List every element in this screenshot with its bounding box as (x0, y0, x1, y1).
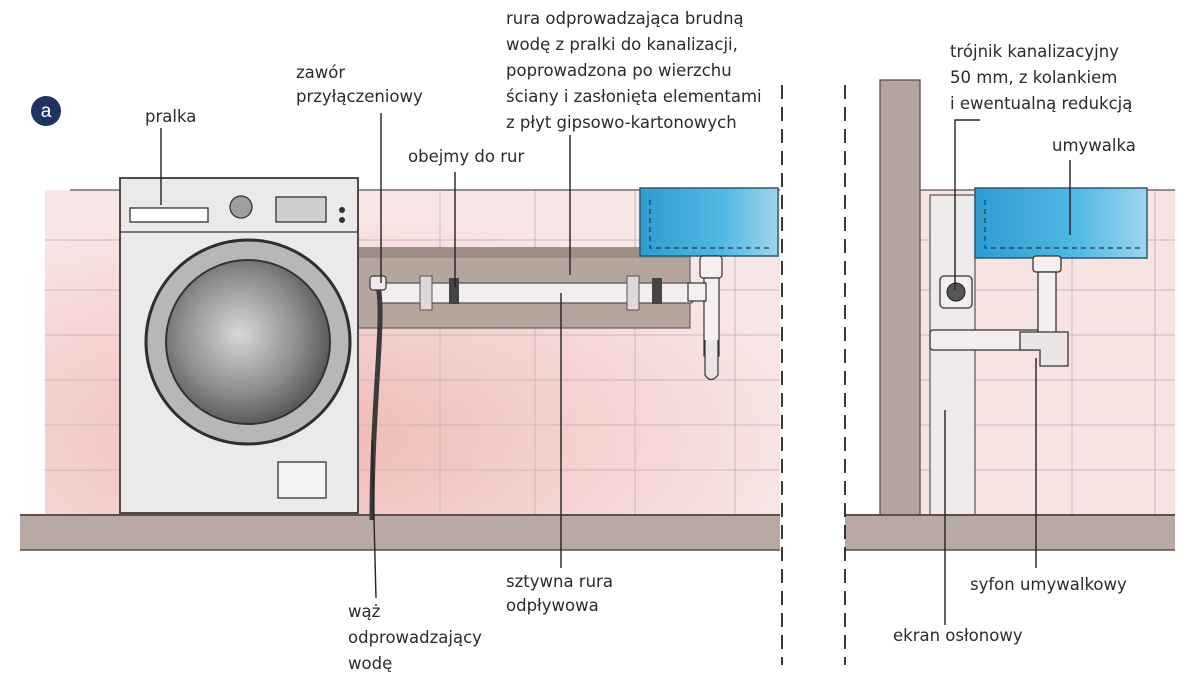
label-waz-line3: wodę (348, 654, 392, 673)
filter-hatch (277, 461, 327, 499)
label-pralka: pralka (145, 107, 196, 126)
floor-left (20, 514, 780, 551)
wall-section (879, 79, 921, 516)
program-knob (229, 195, 253, 219)
label-trojnik-line1: trójnik kanalizacyjny (950, 42, 1119, 61)
sewer-tee (929, 275, 1041, 351)
label-zawor-line2: przyłączeniowy (296, 87, 423, 106)
right-siphon (1019, 255, 1069, 367)
panel-badge: a (31, 96, 61, 126)
label-umywalka: umywalka (1052, 136, 1136, 155)
label-waz-line1: wąż (348, 602, 380, 621)
label-rura-line5: z płyt gipsowo-kartonowych (506, 113, 737, 132)
floor-right (845, 514, 1175, 551)
label-ekran: ekran osłonowy (893, 626, 1023, 645)
panel-letter: a (41, 101, 52, 122)
label-waz-line2: odprowadzający (348, 628, 482, 647)
label-trojnik-line2: 50 mm, z kolankiem (950, 68, 1117, 87)
detergent-drawer (129, 207, 209, 223)
right-basin (974, 187, 1148, 259)
label-rura-line4: ściany i zasłonięta elementami (506, 87, 762, 106)
drum-window (165, 259, 331, 425)
leader-lines (160, 113, 1071, 625)
shield-panel (929, 194, 976, 516)
label-rura-line3: poprowadzona po wierzchu (506, 61, 732, 80)
label-sztywna-line1: sztywna rura (506, 572, 613, 591)
label-rura-line1: rura odprowadzająca brudną (506, 9, 744, 28)
label-obejmy: obejmy do rur (408, 147, 524, 166)
label-trojnik-line3: i ewentualną redukcją (950, 94, 1132, 113)
pipe-clamps (449, 278, 662, 304)
washing-machine (119, 177, 359, 514)
label-syfon: syfon umywalkowy (970, 575, 1127, 594)
label-sztywna-line2: odpływowa (506, 596, 599, 615)
label-rura-line2: wodę z pralki do kanalizacji, (506, 35, 738, 54)
left-siphon (687, 255, 723, 381)
left-basin (639, 187, 779, 257)
label-zawor-line1: zawór (296, 63, 345, 82)
control-display (275, 196, 327, 223)
